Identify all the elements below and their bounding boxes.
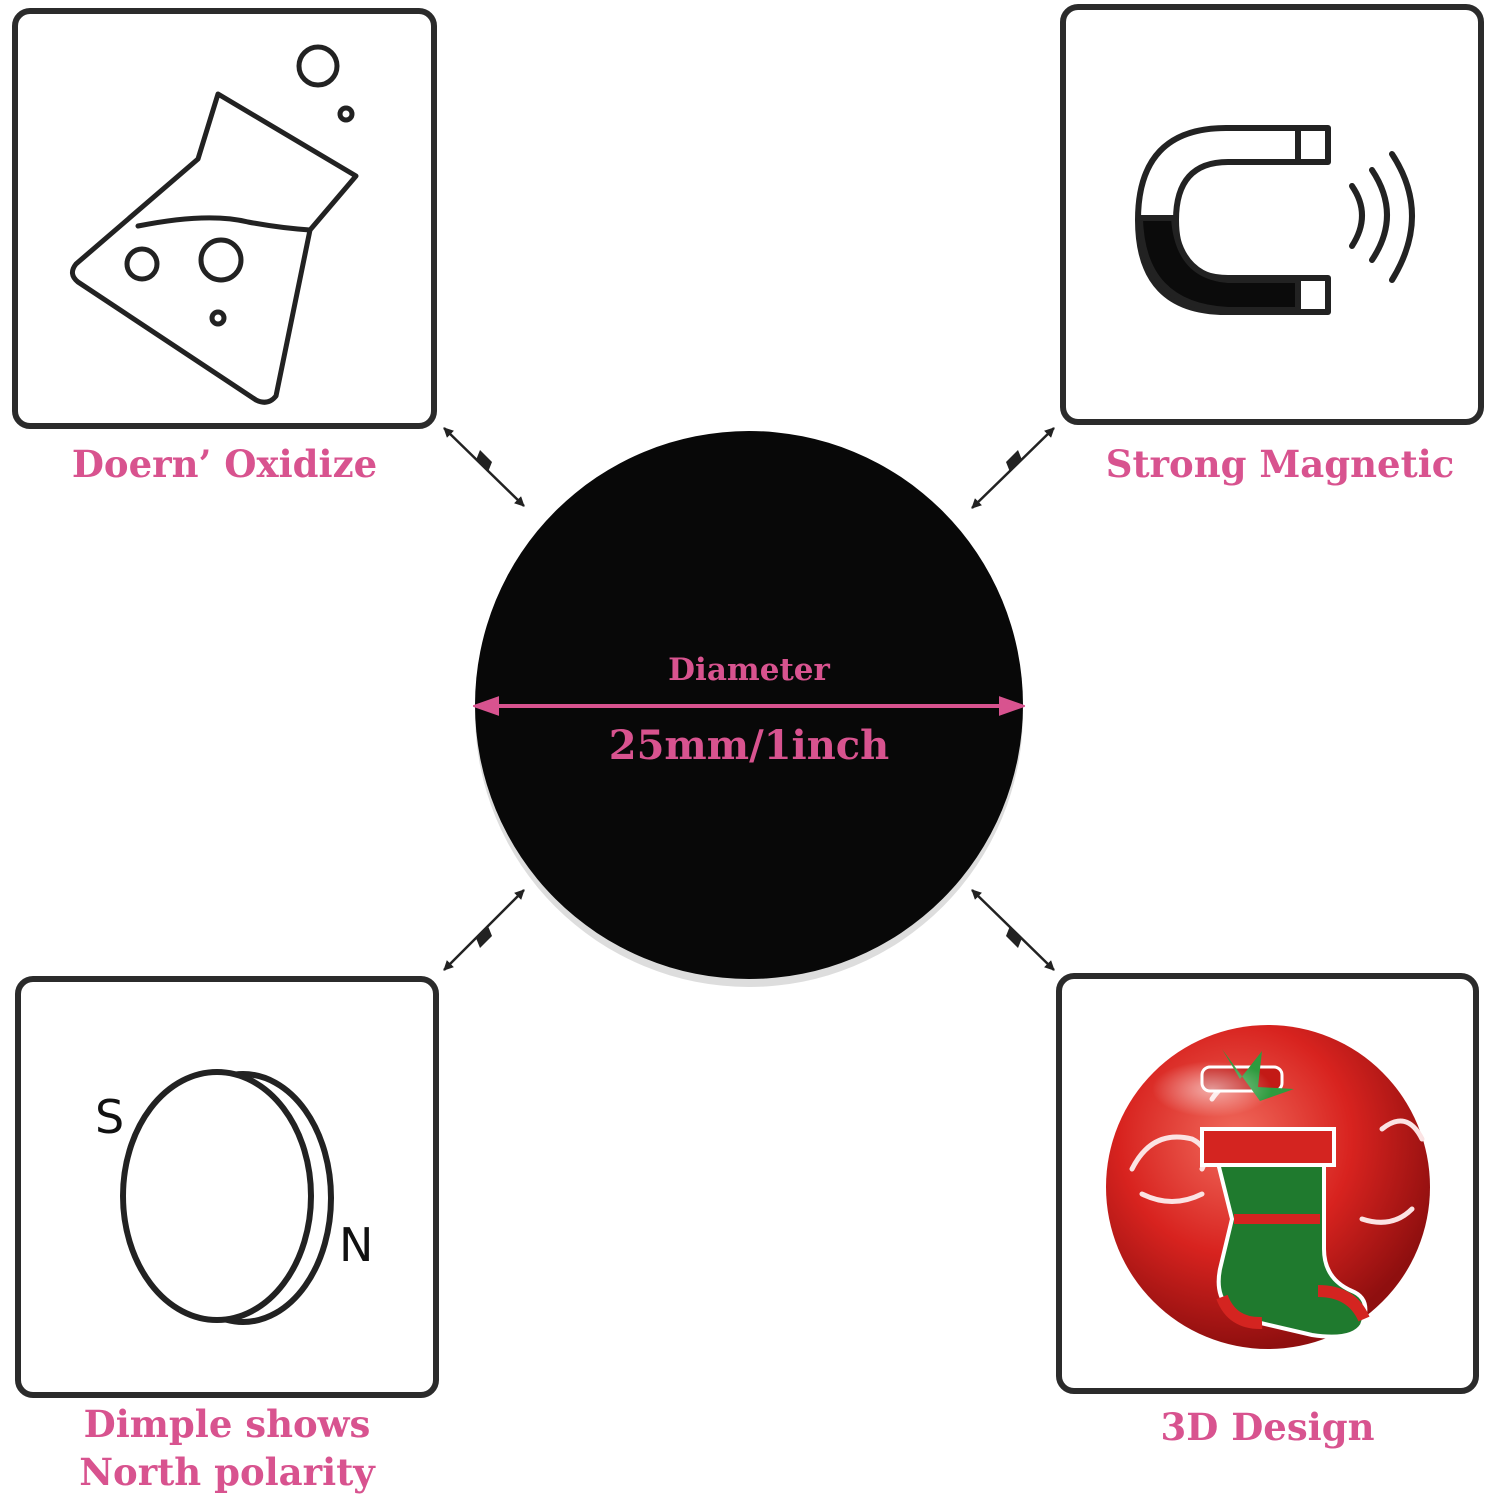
caption-magnetic: Strong Magnetic	[1105, 442, 1455, 486]
flask-icon	[70, 44, 359, 405]
south-pole-label: S	[95, 1090, 125, 1144]
diameter-label: Diameter	[668, 652, 830, 688]
panel-oxidize	[12, 8, 437, 429]
panel-design	[1056, 973, 1479, 1394]
disc-magnet-icon	[120, 1069, 334, 1325]
panel-polarity: S N	[15, 976, 439, 1398]
panel-magnetic	[1060, 4, 1484, 425]
caption-design: 3D Design	[1160, 1405, 1375, 1449]
caption-polarity: Dimple shows North polarity	[79, 1402, 375, 1494]
caption-oxidize: Doern’ Oxidize	[71, 442, 378, 486]
horseshoe-magnet-icon	[1135, 125, 1415, 315]
size-label: 25mm/1inch	[608, 722, 890, 769]
christmas-stocking-magnet-image	[1106, 1025, 1430, 1349]
north-pole-label: N	[339, 1218, 374, 1272]
center-magnet-disc	[473, 431, 1025, 987]
